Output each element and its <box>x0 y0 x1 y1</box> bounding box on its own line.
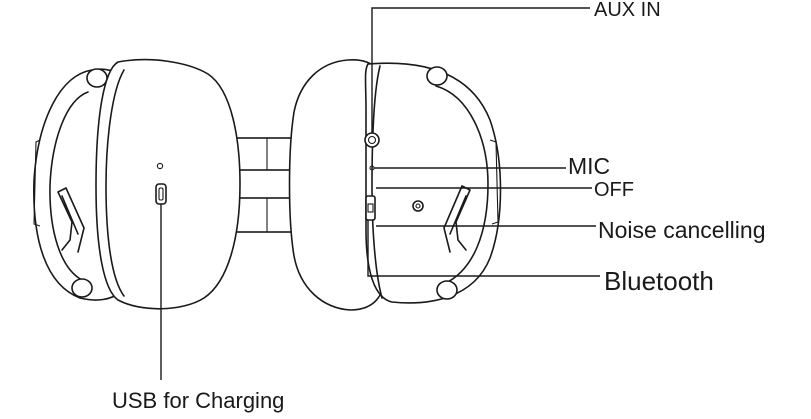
label-usb-for-charging: USB for Charging <box>112 388 285 413</box>
right-cup-face <box>435 85 489 285</box>
left-yoke-top <box>86 68 108 88</box>
left-led-indicator <box>156 162 164 170</box>
leader-lines <box>160 7 600 380</box>
left-ear-cup <box>33 58 241 310</box>
anc-switch <box>365 195 376 221</box>
left-cushion <box>95 58 241 310</box>
left-yoke-bottom <box>71 278 93 298</box>
label-bluetooth: Bluetooth <box>604 266 714 296</box>
label-mic: MIC <box>568 153 611 179</box>
center-button <box>412 200 424 212</box>
aux-jack <box>364 132 380 148</box>
right-yoke-top <box>426 66 448 86</box>
leader-aux-in <box>371 7 590 133</box>
right-ear-cup <box>288 59 502 311</box>
right-cup-housing <box>364 62 502 304</box>
label-noise-cancelling: Noise cancelling <box>598 217 766 243</box>
left-cup-face <box>49 91 89 281</box>
left-emblem <box>57 187 85 253</box>
right-yoke-bottom <box>436 280 458 300</box>
label-off: OFF <box>594 179 634 201</box>
leader-bluetooth <box>367 220 600 277</box>
usb-port <box>155 183 167 205</box>
label-aux-in: AUX IN <box>594 0 661 21</box>
